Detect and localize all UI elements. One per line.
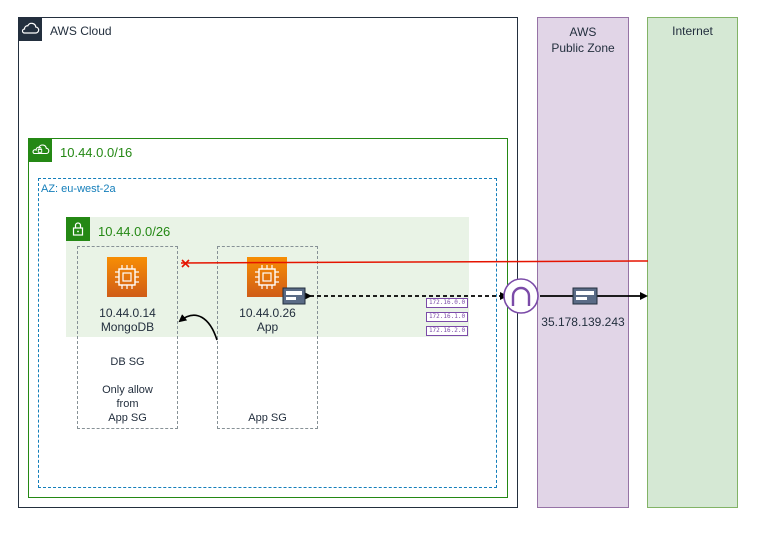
public-zone-label-line1: AWS [569, 25, 597, 39]
app-to-db-arrow [178, 314, 218, 341]
aws-cloud-group [18, 17, 518, 508]
route-table-entry: 172.16.2.0 [426, 326, 468, 336]
internet-gateway-icon [503, 278, 539, 314]
app-instance-ip: 10.44.0.26 [239, 306, 296, 320]
db-instance-name: MongoDB [100, 320, 155, 334]
blocked-connection-line [180, 260, 649, 264]
vpc-lock-icon [28, 138, 52, 162]
internet-zone [647, 17, 738, 508]
app-security-group [217, 246, 318, 429]
public-ip-label: 35.178.139.243 [541, 315, 625, 329]
network-interface-icon [282, 287, 306, 305]
subnet-cidr-label: 10.44.0.0/26 [98, 224, 171, 239]
db-sg-rule-line3: App SG [108, 412, 147, 424]
aws-cloud-label: AWS Cloud [50, 24, 112, 38]
cloud-icon [18, 17, 42, 41]
subnet-lock-icon [66, 217, 90, 241]
vpc-cidr-label: 10.44.0.0/16 [60, 145, 133, 160]
ec2-instance-icon [107, 257, 147, 297]
network-interface-icon [572, 287, 598, 305]
app-instance-name: App [256, 320, 279, 334]
db-sg-name: DB SG [110, 356, 145, 368]
db-sg-rule-line2: from [116, 398, 139, 410]
db-instance-ip: 10.44.0.14 [99, 306, 156, 320]
ec2-instance-icon [247, 257, 287, 297]
db-instance-label: 10.44.0.14 MongoDB [77, 306, 178, 334]
db-sg-rule: Only allow from App SG [77, 383, 178, 425]
public-zone-label-line2: Public Zone [551, 41, 615, 55]
app-sg-name: App SG [248, 412, 287, 424]
blocked-x-icon [181, 259, 190, 268]
availability-zone-group [38, 178, 497, 488]
db-sg-rule-line1: Only allow [102, 384, 153, 396]
route-table-entry: 172.16.1.0 [426, 312, 468, 322]
availability-zone-label: AZ: eu-west-2a [41, 183, 116, 195]
vpc-group [28, 138, 508, 498]
internet-zone-label: Internet [672, 24, 713, 38]
aws-public-zone-label: AWS Public Zone [537, 24, 629, 56]
aws-public-zone [537, 17, 629, 508]
app-instance-label: 10.44.0.26 App [217, 306, 318, 334]
db-security-group [77, 246, 178, 429]
